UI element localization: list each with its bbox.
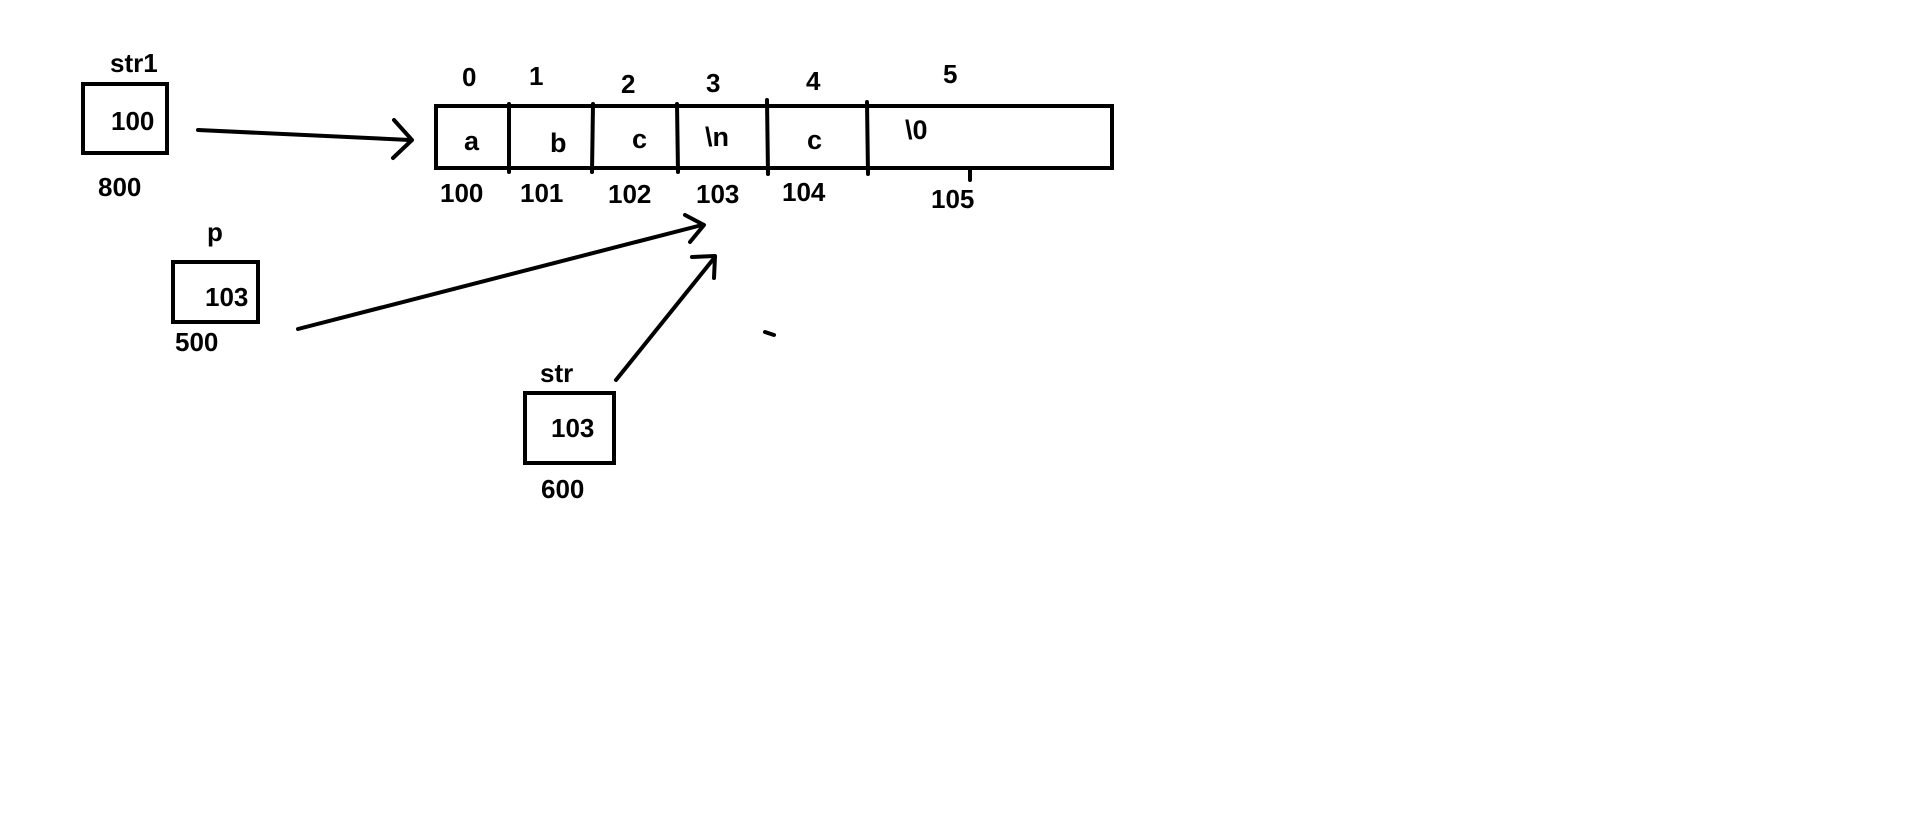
- array-divider: [765, 98, 770, 176]
- array-address-2: 102: [608, 179, 651, 209]
- variable-p-value: 103: [205, 282, 248, 312]
- variable-p-box: [171, 260, 260, 324]
- array-index-2: 2: [621, 69, 635, 99]
- array-divider: [675, 102, 680, 174]
- array-index-1: 1: [529, 61, 543, 91]
- variable-str-name: str: [540, 358, 573, 388]
- pointer-arrow-p: [296, 213, 706, 331]
- array-divider: [865, 100, 870, 176]
- array-address-5: 105: [931, 184, 974, 214]
- array-cell-3: \n: [705, 122, 729, 152]
- array-index-4: 4: [806, 66, 821, 96]
- char-array: 0 1 2 3 4 5 a b c \n c \0 100 101 102 10…: [434, 59, 1114, 214]
- variable-str: str 103 600: [523, 358, 616, 504]
- array-cell-4: c: [807, 125, 822, 155]
- array-cell-5: \0: [905, 115, 928, 145]
- variable-p-name: p: [207, 217, 223, 247]
- array-address-4: 104: [782, 177, 826, 207]
- array-divider: [590, 102, 595, 174]
- array-address-3: 103: [696, 179, 739, 209]
- arrow-head: [690, 254, 717, 280]
- array-cell-1: b: [550, 128, 567, 158]
- arrow-shaft: [196, 128, 412, 142]
- array-index-3: 3: [706, 68, 720, 98]
- variable-str1-address: 800: [98, 172, 141, 202]
- array-cell-0: a: [464, 126, 480, 156]
- array-cell-2: c: [632, 124, 647, 154]
- array-address-1: 101: [520, 178, 563, 208]
- arrow-shaft: [614, 255, 717, 382]
- variable-str1-name: str1: [110, 48, 158, 78]
- variable-p-address: 500: [175, 327, 218, 357]
- pointer-arrow-str: [614, 254, 717, 382]
- variable-str1-value: 100: [111, 106, 154, 136]
- arrow-shaft: [296, 223, 704, 331]
- pointer-arrow-str1: [196, 118, 414, 160]
- variable-str1-box: [81, 82, 169, 155]
- arrow-head: [391, 118, 414, 160]
- variable-p: p 103 500: [171, 217, 260, 357]
- array-index-0: 0: [462, 62, 476, 92]
- array-outline: [434, 104, 1114, 170]
- array-address-0: 100: [440, 178, 483, 208]
- variable-str-box: [523, 391, 616, 465]
- array-index-5: 5: [943, 59, 957, 89]
- variable-str-value: 103: [551, 413, 594, 443]
- variable-str1: str1 100 800: [81, 48, 169, 202]
- stray-mark: [763, 330, 776, 337]
- arrow-head: [683, 213, 706, 244]
- variable-str-address: 600: [541, 474, 584, 504]
